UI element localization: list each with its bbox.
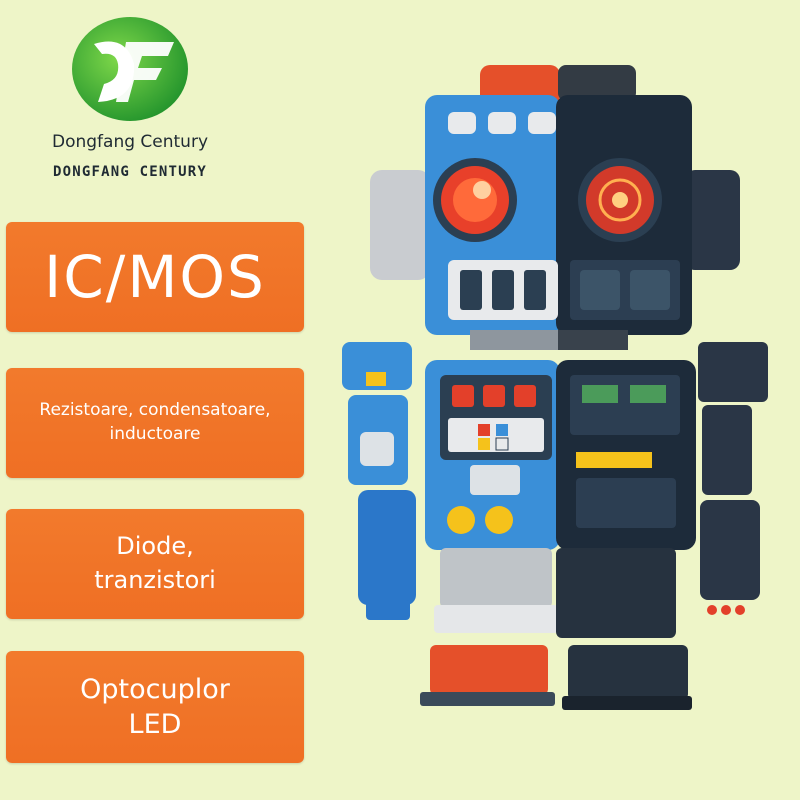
robot-button-yellow (485, 506, 513, 534)
card-label-line: LED (128, 709, 182, 740)
brand-logo: Dongfang Century DONGFANG CENTURY (20, 14, 240, 194)
robot-foot-right (568, 645, 688, 700)
card-label-line: Rezistoare, condensatoare, (39, 400, 271, 421)
robot-arm-left (342, 342, 412, 390)
robot-leg-left (440, 548, 552, 608)
card-label-line: tranzistori (94, 566, 216, 594)
robot-button-yellow (447, 506, 475, 534)
card-label-line: Diode, (116, 532, 194, 561)
robot-ear-right (685, 170, 740, 270)
robot-leg-right (556, 548, 676, 638)
category-card-passives[interactable]: Rezistoare, condensatoare, inductoare (6, 368, 304, 478)
category-card-diodes[interactable]: Diode, tranzistori (6, 509, 304, 619)
robot-arm-right (698, 342, 768, 402)
robot-foot-left (430, 645, 548, 695)
df-logo-icon (72, 17, 188, 121)
robot-antenna-right (558, 65, 636, 101)
robot-ear-left (370, 170, 430, 280)
category-card-optocoupler[interactable]: Optocuplor LED (6, 651, 304, 763)
card-label-line: Optocuplor (80, 673, 230, 705)
card-label-line: IC/MOS (44, 243, 266, 311)
card-label-line: inductoare (109, 424, 201, 444)
category-card-ic-mos[interactable]: IC/MOS (6, 222, 304, 332)
robot-illustration (342, 65, 768, 710)
brand-name: Dongfang Century (51, 132, 209, 152)
brand-name-caps: DONGFANG CENTURY (52, 164, 208, 180)
